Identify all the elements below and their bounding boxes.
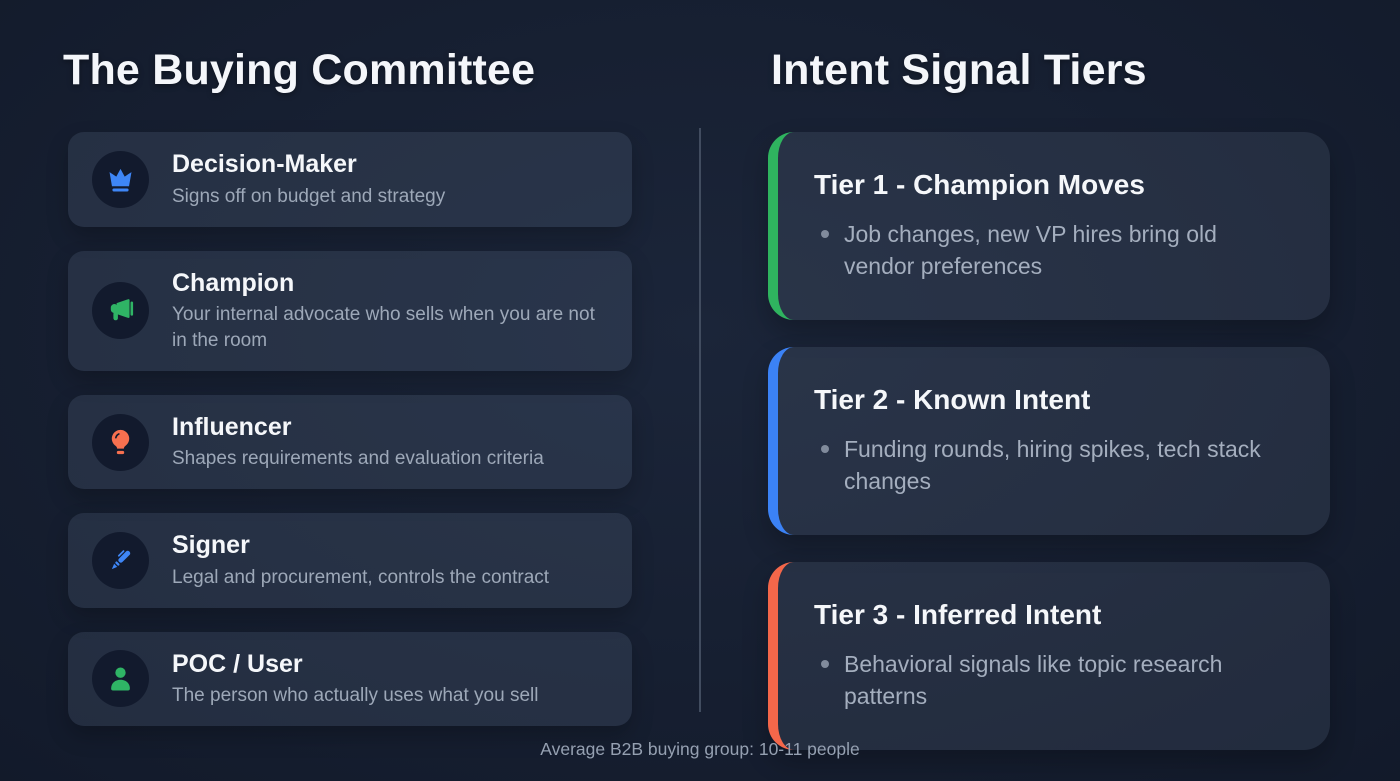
tier-bullet-text: Funding rounds, hiring spikes, tech stac…: [844, 436, 1261, 495]
column-divider: [699, 128, 701, 712]
footer-note: Average B2B buying group: 10-11 people: [540, 739, 860, 759]
role-card-champion: Champion Your internal advocate who sell…: [68, 250, 632, 371]
role-desc: Shapes requirements and evaluation crite…: [172, 448, 544, 470]
tier-card-3: Tier 3 - Inferred Intent Behavioral sign…: [768, 562, 1330, 751]
tier-card-1: Tier 1 - Champion Moves Job changes, new…: [768, 132, 1330, 321]
role-text: Signer Legal and procurement, controls t…: [172, 530, 549, 590]
tier-card-list: Tier 1 - Champion Moves Job changes, new…: [768, 132, 1330, 751]
tier-title: Tier 1 - Champion Moves: [814, 169, 1145, 201]
role-title: POC / User: [172, 649, 303, 678]
role-text: Champion Your internal advocate who sell…: [172, 268, 608, 354]
tier-bullet: Job changes, new VP hires bring old vend…: [814, 218, 1294, 282]
user-icon: [92, 650, 149, 708]
role-title: Decision-Maker: [172, 150, 357, 179]
lightbulb-icon: [92, 413, 149, 471]
tier-bullet: Behavioral signals like topic research p…: [814, 648, 1294, 712]
tier-title: Tier 3 - Inferred Intent: [814, 599, 1102, 631]
tier-card-2: Tier 2 - Known Intent Funding rounds, hi…: [768, 347, 1330, 536]
left-section-title: The Buying Committee: [63, 46, 536, 94]
role-text: Decision-Maker Signs off on budget and s…: [172, 149, 445, 209]
tier-bullet-list: Behavioral signals like topic research p…: [814, 648, 1294, 712]
bullet-dot-icon: [821, 659, 829, 668]
bullet-dot-icon: [821, 445, 829, 453]
tier-bullet-text: Behavioral signals like topic research p…: [844, 650, 1223, 710]
tier-title: Tier 2 - Known Intent: [814, 384, 1091, 416]
role-title: Signer: [172, 531, 250, 560]
role-desc: The person who actually uses what you se…: [172, 684, 539, 706]
role-text: Influencer Shapes requirements and evalu…: [172, 412, 544, 472]
tier-bullet-list: Job changes, new VP hires bring old vend…: [814, 218, 1294, 282]
role-desc: Your internal advocate who sells when yo…: [172, 303, 595, 351]
role-text: POC / User The person who actually uses …: [172, 649, 538, 709]
role-card-signer: Signer Legal and procurement, controls t…: [68, 513, 632, 608]
role-card-poc-user: POC / User The person who actually uses …: [68, 631, 632, 726]
role-card-decision-maker: Decision-Maker Signs off on budget and s…: [68, 132, 632, 227]
role-desc: Signs off on budget and strategy: [172, 185, 446, 207]
tier-bullet-text: Job changes, new VP hires bring old vend…: [844, 221, 1217, 280]
pen-icon: [92, 531, 149, 589]
tier-bullet: Funding rounds, hiring spikes, tech stac…: [814, 433, 1294, 497]
role-title: Influencer: [172, 412, 292, 441]
role-title: Champion: [172, 268, 295, 297]
crown-icon: [92, 151, 149, 209]
right-section-title: Intent Signal Tiers: [771, 46, 1147, 94]
bullet-dot-icon: [821, 230, 829, 239]
role-card-list: Decision-Maker Signs off on budget and s…: [68, 132, 632, 726]
buying-committee-section: The Buying Committee Decision-Maker Sign…: [63, 46, 633, 726]
role-desc: Legal and procurement, controls the cont…: [172, 566, 550, 588]
tier-bullet-list: Funding rounds, hiring spikes, tech stac…: [814, 433, 1294, 497]
role-card-influencer: Influencer Shapes requirements and evalu…: [68, 394, 632, 490]
megaphone-icon: [92, 282, 149, 340]
intent-signal-section: Intent Signal Tiers Tier 1 - Champion Mo…: [768, 46, 1330, 751]
